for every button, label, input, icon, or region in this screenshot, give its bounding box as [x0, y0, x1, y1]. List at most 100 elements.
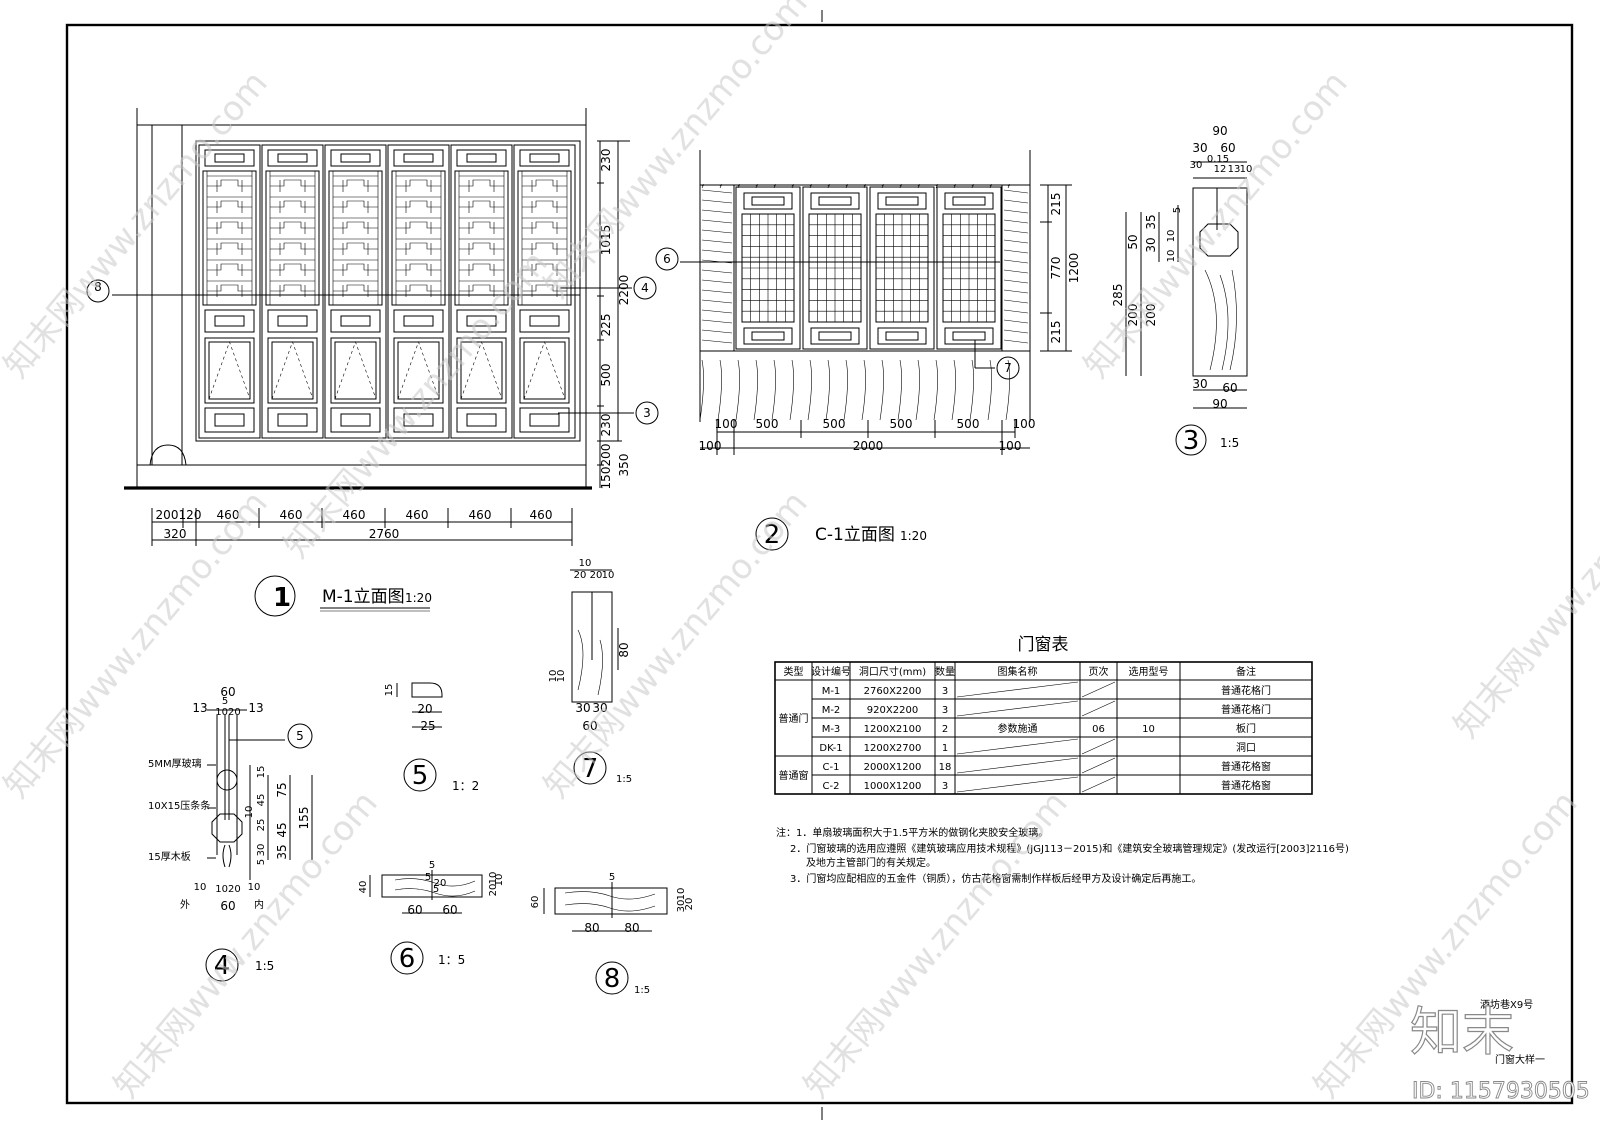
svg-text:45: 45 — [275, 822, 289, 837]
svg-text:7: 7 — [582, 754, 599, 784]
svg-text:100: 100 — [1013, 417, 1036, 431]
svg-text:35: 35 — [275, 844, 289, 859]
svg-text:200: 200 — [599, 444, 613, 467]
watermark-text: 知末网www.znzmo.com — [0, 484, 276, 806]
svg-text:20: 20 — [590, 570, 603, 581]
fretwork-lattice — [458, 171, 505, 305]
svg-text:215: 215 — [1049, 193, 1063, 216]
svg-text:230: 230 — [599, 414, 613, 437]
table-cell: C-1 — [823, 762, 840, 773]
svg-text:350: 350 — [617, 454, 631, 477]
svg-text:6: 6 — [399, 944, 416, 974]
table-cell: 普通花格门 — [1221, 703, 1271, 716]
table-header-cell: 设计编号 — [811, 665, 851, 678]
table-cell: 2000X1200 — [864, 762, 922, 773]
svg-text:500: 500 — [756, 417, 779, 431]
watermark-text: 知末网www.znzmo.com — [0, 64, 276, 386]
svg-text:20: 20 — [488, 884, 499, 897]
svg-text:225: 225 — [599, 314, 613, 337]
svg-text:4: 4 — [641, 281, 649, 295]
svg-text:13: 13 — [1228, 164, 1241, 175]
svg-text:5: 5 — [425, 872, 431, 883]
svg-text:1015: 1015 — [599, 225, 613, 256]
svg-text:500: 500 — [599, 364, 613, 387]
svg-text:1020: 1020 — [215, 707, 240, 718]
svg-text:8: 8 — [604, 964, 621, 994]
table-cell: C-2 — [823, 781, 840, 792]
svg-text:60: 60 — [1220, 141, 1235, 155]
svg-text:100: 100 — [715, 417, 738, 431]
fretwork-lattice — [395, 171, 442, 305]
svg-text:5: 5 — [296, 729, 304, 743]
table-cell: 3 — [942, 705, 948, 716]
detail-5: 15 20 25 5 1：2 — [384, 682, 479, 793]
svg-text:30: 30 — [1192, 377, 1207, 391]
table-cell: 普通花格窗 — [1221, 760, 1271, 773]
svg-text:20: 20 — [417, 702, 432, 716]
table-header-cell: 选用型号 — [1129, 665, 1169, 678]
watermark-text: 知末网www.znzmo.com — [1446, 424, 1600, 746]
svg-text:20: 20 — [434, 878, 447, 889]
svg-text:知末: 知末 — [1410, 1003, 1514, 1063]
table-cell: 3 — [942, 686, 948, 697]
svg-text:20: 20 — [574, 570, 587, 581]
note-line: 及地方主管部门的有关规定。 — [806, 856, 936, 869]
svg-text:155: 155 — [297, 807, 311, 830]
svg-text:1：2: 1：2 — [452, 779, 479, 793]
svg-text:2: 2 — [764, 520, 781, 550]
table-header-cell: 洞口尺寸(mm) — [859, 665, 926, 678]
table-group-type: 普通门 — [779, 712, 809, 725]
m1-door-leaf — [450, 144, 513, 439]
svg-text:C-1立面图: C-1立面图 — [815, 525, 895, 545]
table-cell: M-2 — [822, 705, 841, 716]
table-cell: 10 — [1142, 724, 1155, 735]
svg-text:60: 60 — [582, 719, 597, 733]
svg-text:25: 25 — [420, 719, 435, 733]
svg-text:25: 25 — [256, 819, 267, 832]
svg-text:500: 500 — [890, 417, 913, 431]
table-cell: 洞口 — [1236, 742, 1256, 754]
svg-text:460: 460 — [217, 508, 240, 522]
table-cell: 920X2200 — [867, 705, 918, 716]
svg-text:10: 10 — [244, 806, 255, 819]
svg-text:1：5: 1：5 — [438, 953, 465, 967]
svg-text:30: 30 — [1192, 141, 1207, 155]
svg-text:10: 10 — [1240, 164, 1253, 175]
svg-text:5: 5 — [222, 696, 228, 707]
svg-text:20: 20 — [684, 898, 695, 911]
svg-text:4: 4 — [214, 951, 231, 981]
c1-bottom-dimensions: 100 500 500 500 500 100 100 2000 100 — [699, 417, 1036, 455]
table-cell: 1 — [942, 743, 948, 754]
svg-text:75: 75 — [275, 782, 289, 797]
svg-text:1020: 1020 — [215, 884, 240, 895]
table-header-cell: 数量 — [935, 665, 955, 678]
svg-text:1:5: 1:5 — [634, 985, 650, 996]
svg-text:215: 215 — [1049, 321, 1063, 344]
svg-text:3: 3 — [643, 406, 651, 420]
svg-text:10: 10 — [494, 874, 505, 887]
svg-text:60: 60 — [442, 903, 457, 917]
svg-text:5: 5 — [433, 884, 439, 895]
c1-window-leaf — [735, 186, 801, 350]
c1-window-leaf — [869, 186, 935, 350]
note-line: 3．门窗均应配相应的五金件（铜质），仿古花格窗需制作样板后经甲方及设计确定后再施… — [790, 872, 1201, 885]
detail-3: 90 30 60 30 0.15 12 13 10 285 50 35 30 1… — [1111, 124, 1252, 456]
table-cell: 18 — [939, 762, 952, 773]
fretwork-lattice — [332, 171, 379, 305]
m1-section-mark-8: 8 — [86, 279, 580, 303]
svg-text:460: 460 — [469, 508, 492, 522]
svg-text:5: 5 — [1172, 207, 1183, 213]
c1-window-leaf — [802, 186, 868, 350]
svg-text:13: 13 — [192, 701, 207, 715]
svg-text:150: 150 — [599, 467, 613, 490]
svg-text:500: 500 — [823, 417, 846, 431]
svg-text:30: 30 — [256, 844, 267, 857]
m1-title: 1 M-1立面图 1:20 — [254, 575, 432, 617]
svg-text:10: 10 — [556, 670, 567, 683]
table-cell: 1200X2700 — [864, 743, 922, 754]
table-cell: 3 — [942, 781, 948, 792]
table-cell: 1000X1200 — [864, 781, 922, 792]
svg-text:10: 10 — [248, 882, 261, 893]
m1-right-dimensions: 230 1015 225 500 230 200 150 2200 350 — [597, 140, 631, 490]
